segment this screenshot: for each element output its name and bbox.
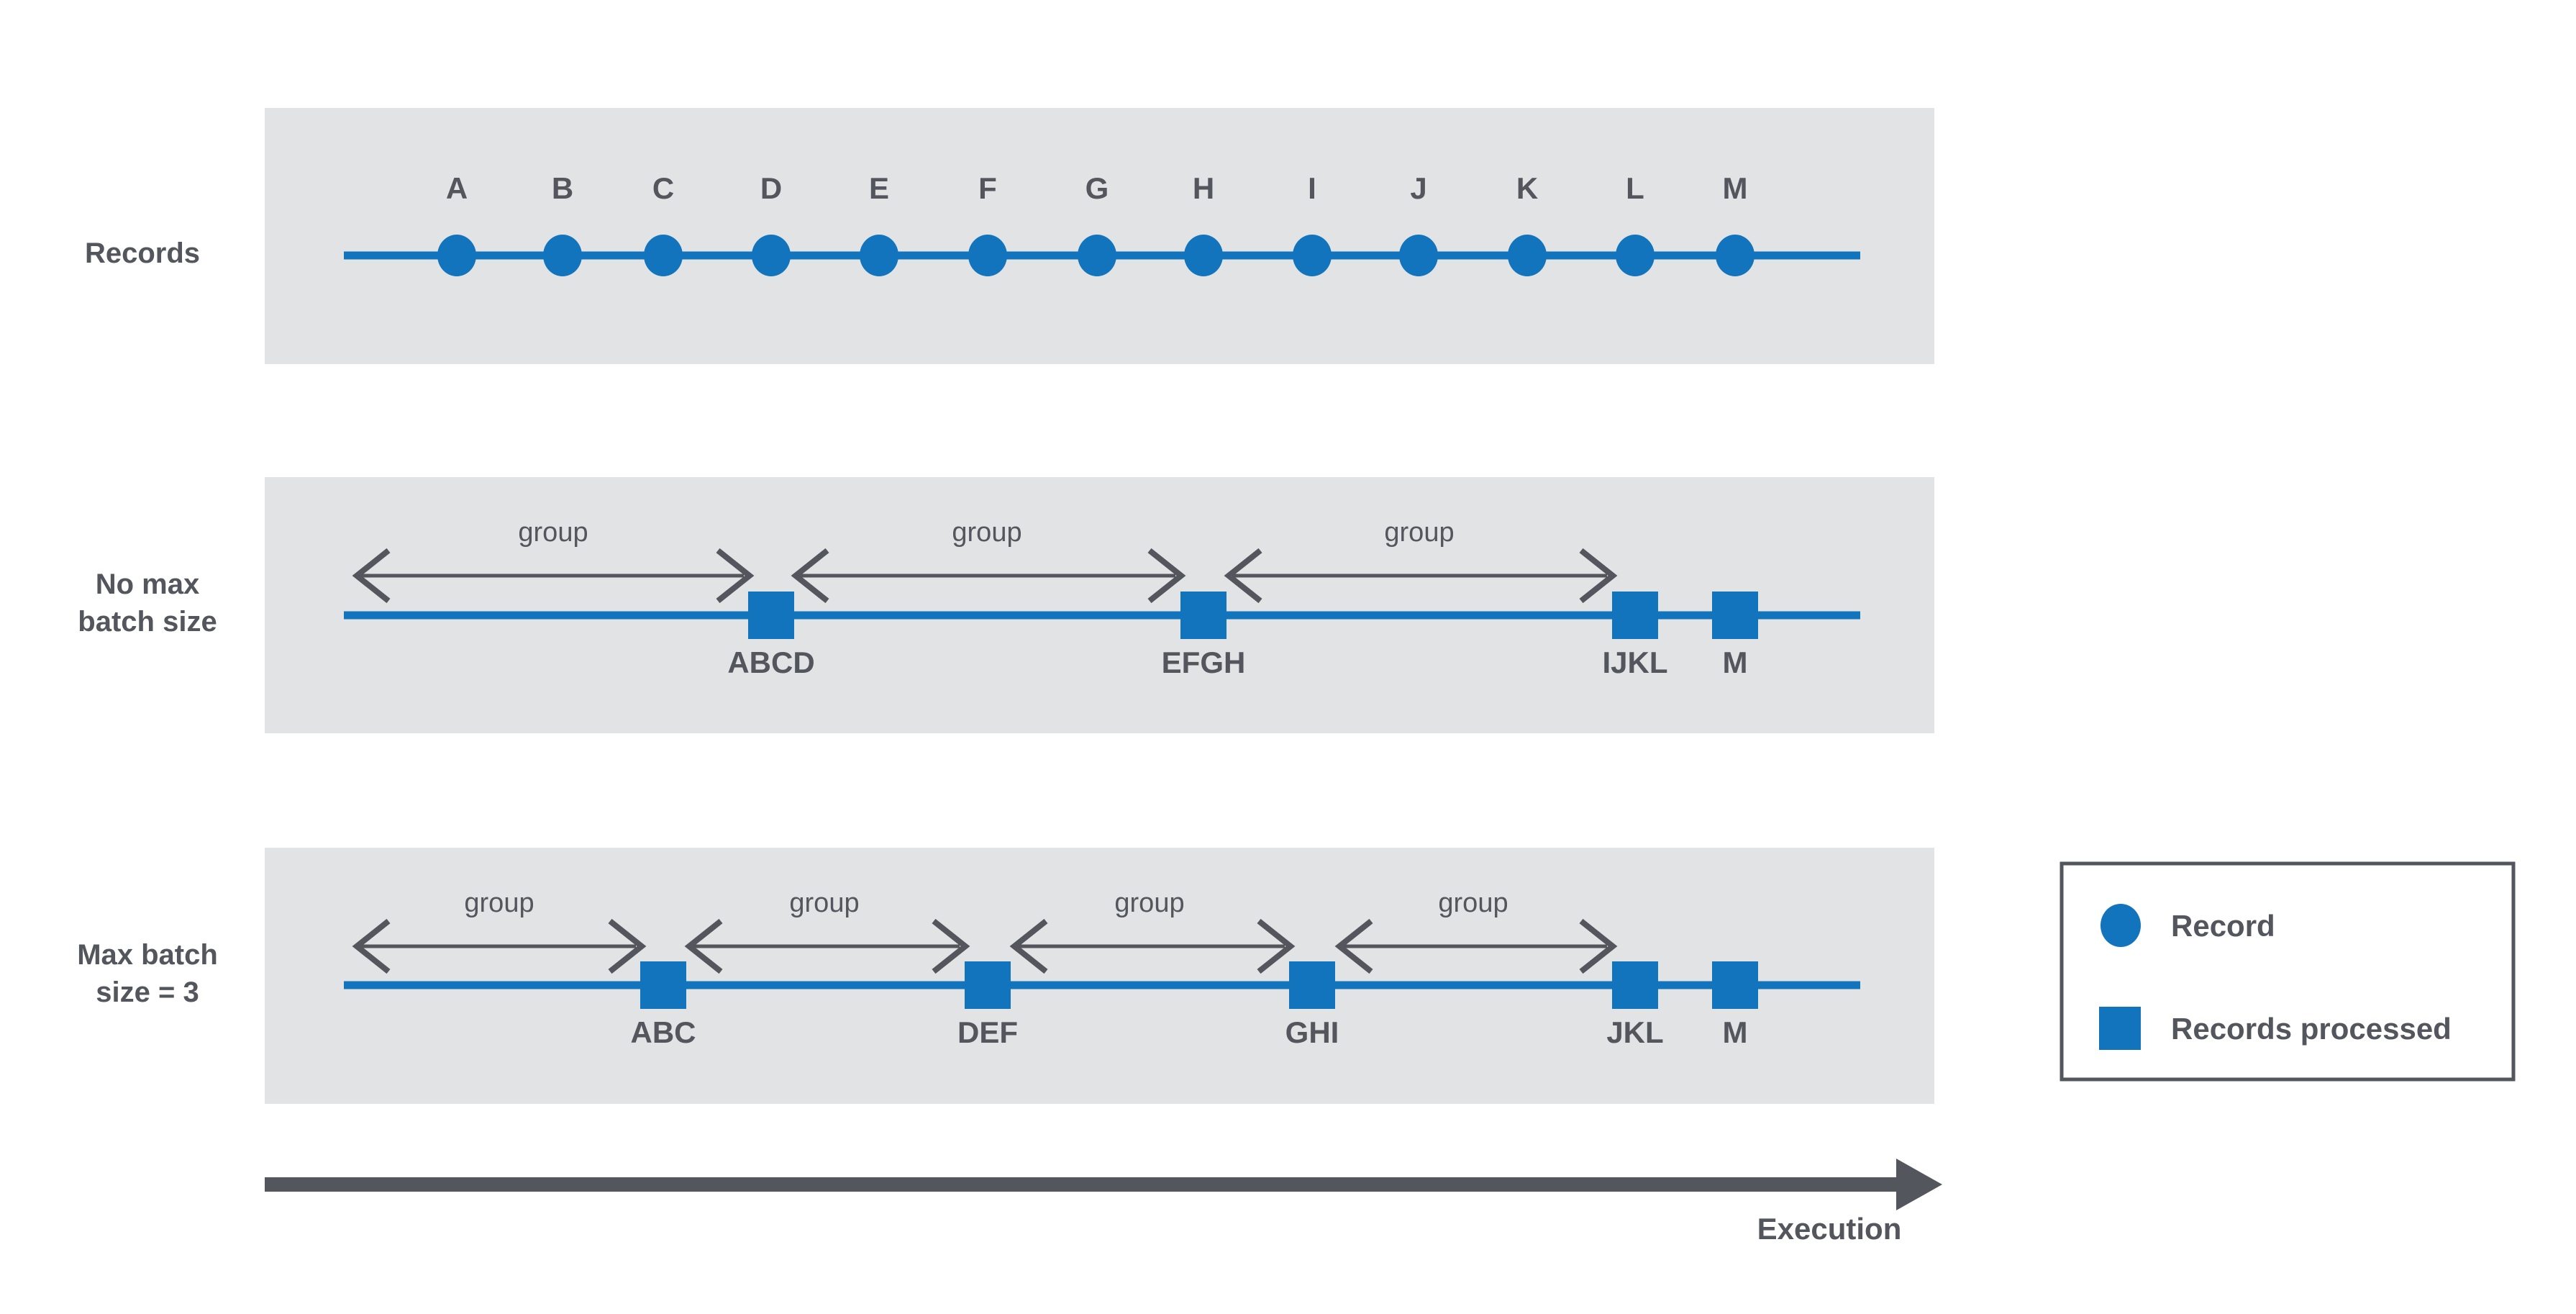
execution-arrow-shaft <box>265 1177 1905 1192</box>
record-marker-f <box>968 235 1007 276</box>
row-max-batch-size-3-panel <box>265 848 1934 1104</box>
record-marker-c <box>644 235 683 276</box>
record-label-m: M <box>1723 171 1748 205</box>
group-arrow-mbs3-3: group <box>1009 888 1296 974</box>
arrowhead-right-icon <box>1147 548 1186 604</box>
record-marker-g <box>1078 235 1116 276</box>
arrowhead-left-icon <box>1009 918 1048 974</box>
row-no-max-batch-size-label-line-1: batch size <box>78 606 217 638</box>
processed-marker-ijkl <box>1612 592 1658 639</box>
record-label-i: I <box>1308 171 1316 205</box>
row-records-markers: A B C D E F G H I J K L M <box>437 171 1754 276</box>
arrowhead-left-icon <box>791 548 829 604</box>
arrowhead-right-icon <box>608 918 647 974</box>
processed-label-m: M <box>1723 645 1748 679</box>
processed-marker-jkl <box>1612 961 1658 1009</box>
processed-label-jkl: JKL <box>1606 1015 1663 1049</box>
group-label: group <box>464 888 534 918</box>
processed-marker-abcd <box>748 592 794 639</box>
execution-axis-label: Execution <box>1757 1212 1902 1246</box>
legend-item-record: Record <box>2101 904 2275 947</box>
row-max-batch-size-3: Max batch size = 3 group group group <box>77 848 1934 1104</box>
group-arrow-mbs3-4: group <box>1334 888 1618 974</box>
record-label-j: J <box>1410 171 1426 205</box>
row-max-batch-size-3-label-line-1: size = 3 <box>96 977 199 1008</box>
processed-label-abcd: ABCD <box>727 645 814 679</box>
row-no-max-batch-size: No max batch size group group group ABC <box>78 477 1934 733</box>
processed-marker-def <box>965 961 1011 1009</box>
group-arrow-mbs3-1: group <box>352 888 647 974</box>
row-max-batch-size-3-label-line-0: Max batch <box>77 939 218 971</box>
record-marker-l <box>1616 235 1655 276</box>
arrowhead-right-icon <box>1579 918 1618 974</box>
group-label: group <box>789 888 859 918</box>
processed-marker-abc <box>640 961 686 1009</box>
circle-marker-icon <box>2101 904 2141 947</box>
group-arrow-nmbs-3: group <box>1224 517 1618 604</box>
legend-label-record: Record <box>2171 909 2275 943</box>
group-label: group <box>1384 517 1454 548</box>
record-marker-e <box>860 235 898 276</box>
record-label-h: H <box>1193 171 1214 205</box>
record-label-f: F <box>978 171 997 205</box>
processed-label-def: DEF <box>957 1015 1018 1049</box>
processed-label-abc: ABC <box>631 1015 696 1049</box>
record-marker-j <box>1399 235 1438 276</box>
group-arrow-nmbs-1: group <box>352 517 755 604</box>
arrowhead-right-icon <box>1579 548 1618 604</box>
row-max-batch-size-3-markers: ABC DEF GHI JKL M <box>631 961 1758 1049</box>
record-label-e: E <box>869 171 889 205</box>
record-marker-i <box>1293 235 1332 276</box>
record-marker-a <box>437 235 476 276</box>
record-label-a: A <box>446 171 468 205</box>
record-label-k: K <box>1516 171 1538 205</box>
processed-label-m: M <box>1723 1015 1748 1049</box>
record-label-g: G <box>1086 171 1109 205</box>
record-marker-b <box>543 235 582 276</box>
square-marker-icon <box>2099 1007 2141 1050</box>
arrowhead-left-icon <box>1224 548 1262 604</box>
arrowhead-right-icon <box>716 548 755 604</box>
row-records: Records A B C D E F G H I J K <box>85 108 1934 364</box>
row-records-label-line-0: Records <box>85 237 200 269</box>
row-no-max-batch-size-markers: ABCD EFGH IJKL M <box>727 592 1758 679</box>
group-label: group <box>1438 888 1508 918</box>
processed-marker-m <box>1712 961 1758 1009</box>
legend: Record Records processed <box>2060 861 2516 1082</box>
record-marker-d <box>752 235 791 276</box>
processed-marker-ghi <box>1289 961 1335 1009</box>
record-label-d: D <box>760 171 782 205</box>
arrowhead-right-icon <box>1257 918 1296 974</box>
record-marker-m <box>1716 235 1754 276</box>
record-marker-h <box>1184 235 1223 276</box>
processed-marker-m <box>1712 592 1758 639</box>
group-arrow-nmbs-2: group <box>791 517 1186 604</box>
record-label-c: C <box>652 171 674 205</box>
group-label: group <box>1114 888 1184 918</box>
processed-label-ijkl: IJKL <box>1602 645 1667 679</box>
record-label-l: L <box>1626 171 1644 205</box>
group-label: group <box>952 517 1021 548</box>
arrowhead-left-icon <box>1334 918 1373 974</box>
arrowhead-right-icon <box>932 918 970 974</box>
processed-marker-efgh <box>1180 592 1226 639</box>
arrowhead-left-icon <box>352 548 391 604</box>
execution-arrowhead-icon <box>1896 1159 1942 1210</box>
group-label: group <box>518 517 588 548</box>
record-label-b: B <box>552 171 573 205</box>
legend-label-records-processed: Records processed <box>2171 1012 2452 1046</box>
record-marker-k <box>1508 235 1547 276</box>
execution-axis: Execution <box>265 1159 1942 1246</box>
arrowhead-left-icon <box>684 918 723 974</box>
row-no-max-batch-size-panel <box>265 477 1934 733</box>
group-arrow-mbs3-2: group <box>684 888 970 974</box>
arrowhead-left-icon <box>352 918 391 974</box>
legend-item-records-processed: Records processed <box>2099 1007 2452 1050</box>
processed-label-efgh: EFGH <box>1162 645 1246 679</box>
processed-label-ghi: GHI <box>1285 1015 1339 1049</box>
row-no-max-batch-size-label-line-0: No max <box>96 568 200 600</box>
